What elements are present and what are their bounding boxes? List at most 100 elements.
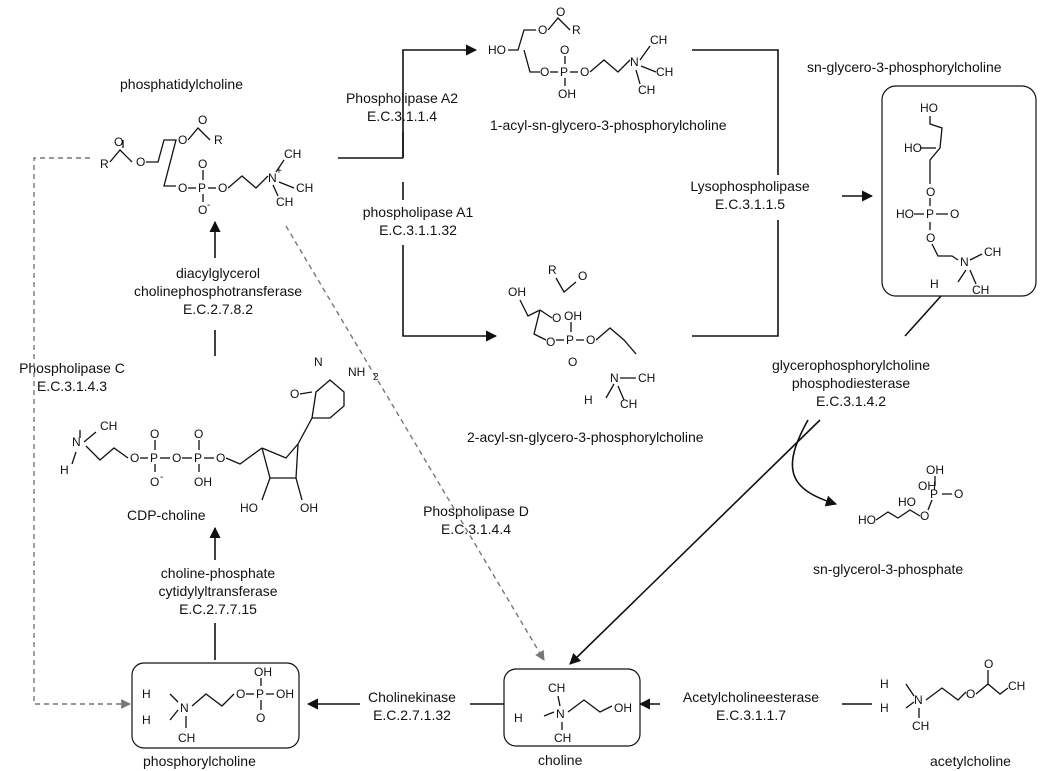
svg-text:OH: OH bbox=[508, 285, 526, 299]
svg-text:OH: OH bbox=[918, 479, 936, 493]
svg-text:O: O bbox=[568, 355, 577, 369]
svg-text:CH: CH bbox=[638, 83, 655, 97]
svg-text:O: O bbox=[236, 687, 245, 701]
structure-1-acyl-gpc: HO O O R O P O OH O N CH CH CH bbox=[488, 5, 673, 101]
label-phosphatidylcholine: phosphatidylcholine bbox=[120, 76, 243, 92]
enzyme-acetylcholinesterase-ec: E.C.3.1.1.7 bbox=[716, 707, 786, 723]
arrow-phospholipase-c bbox=[33, 157, 131, 709]
svg-text:H: H bbox=[584, 393, 593, 407]
box-choline bbox=[503, 668, 641, 747]
enzyme-lysophospholipase: Lysophospholipase bbox=[690, 178, 810, 194]
enzyme-dag-cpt-1: diacylglycerol bbox=[176, 265, 260, 281]
svg-text:P: P bbox=[256, 687, 264, 701]
enzyme-phospholipase-d-ec: E.C.3.1.4.4 bbox=[441, 521, 511, 537]
label-2-acyl-gpc: 2-acyl-sn-glycero-3-phosphorylcholine bbox=[467, 429, 704, 445]
arrow-gpcpde-to-g3p bbox=[791, 419, 838, 507]
svg-text:CH: CH bbox=[548, 681, 565, 695]
enzyme-phospholipase-a2-ec: E.C.3.1.1.4 bbox=[367, 108, 437, 124]
svg-text:OH: OH bbox=[300, 501, 318, 515]
svg-text:OH: OH bbox=[564, 309, 582, 323]
label-1-acyl-gpc: 1-acyl-sn-glycero-3-phosphorylcholine bbox=[490, 117, 727, 133]
enzyme-gpc-pde-ec: E.C.3.1.4.2 bbox=[816, 393, 886, 409]
enzyme-cpct-1: choline-phosphate bbox=[161, 565, 276, 581]
svg-text:O: O bbox=[114, 135, 123, 149]
svg-text:P: P bbox=[930, 487, 938, 501]
svg-text:O: O bbox=[150, 475, 159, 489]
svg-text:O: O bbox=[546, 335, 555, 349]
enzyme-phospholipase-a2: Phospholipase A2 bbox=[346, 90, 458, 106]
svg-text:N: N bbox=[960, 255, 969, 269]
enzyme-cholinekinase-ec: E.C.2.7.1.32 bbox=[373, 707, 451, 723]
label-acetylcholine: acetylcholine bbox=[930, 753, 1011, 769]
svg-text:OH: OH bbox=[926, 463, 944, 477]
svg-text:CH: CH bbox=[100, 419, 117, 433]
svg-text:N: N bbox=[610, 371, 619, 385]
svg-text:CH: CH bbox=[638, 371, 655, 385]
structure-2-acyl-gpc: R O OH O O P OH O O N CH H CH bbox=[508, 263, 655, 411]
structure-g3p: HO HO O P OH O OH bbox=[858, 463, 963, 527]
arrow-pla1-down bbox=[402, 182, 496, 336]
svg-text:CH: CH bbox=[178, 731, 195, 745]
svg-text:CH: CH bbox=[554, 731, 571, 745]
svg-text:CH: CH bbox=[284, 147, 301, 161]
svg-text:N: N bbox=[180, 701, 189, 715]
enzyme-phospholipase-a1: phospholipase A1 bbox=[363, 204, 474, 220]
structure-phosphorylcholine: H H N CH O P OH O OH bbox=[142, 665, 294, 745]
enzyme-dag-cpt-ec: E.C.2.7.8.2 bbox=[183, 301, 253, 317]
label-cdp-choline: CDP-choline bbox=[127, 507, 206, 523]
svg-text:CH: CH bbox=[972, 283, 989, 297]
structure-acetylcholine: H H N CH O O CH bbox=[880, 657, 1025, 733]
svg-text:O: O bbox=[926, 185, 935, 199]
svg-text:R: R bbox=[214, 133, 223, 147]
label-g3p: sn-glycerol-3-phosphate bbox=[813, 561, 963, 577]
svg-text:H: H bbox=[142, 713, 151, 727]
connector-1-acyl-to-lysopl bbox=[692, 49, 779, 175]
svg-text:OH: OH bbox=[558, 87, 576, 101]
svg-text:CH: CH bbox=[296, 181, 313, 195]
enzyme-gpc-pde-1: glycerophosphorylcholine bbox=[772, 357, 930, 373]
enzyme-cholinekinase: Cholinekinase bbox=[368, 689, 456, 705]
arrow-gpcpde-to-choline bbox=[569, 419, 821, 665]
svg-text:O: O bbox=[538, 23, 547, 37]
svg-text:P: P bbox=[566, 333, 574, 347]
arrow-pla2 bbox=[402, 44, 478, 158]
svg-text:O: O bbox=[950, 207, 959, 221]
structure-gpc: HO HO O P HO O O N CH H CH bbox=[896, 101, 1001, 297]
label-phosphorylcholine: phosphorylcholine bbox=[143, 753, 256, 769]
svg-text:CH: CH bbox=[984, 245, 1001, 259]
svg-text:-: - bbox=[207, 200, 210, 211]
svg-text:O: O bbox=[194, 427, 203, 441]
svg-text:2: 2 bbox=[373, 372, 379, 383]
svg-text:N: N bbox=[268, 171, 277, 185]
svg-text:O: O bbox=[966, 687, 975, 701]
label-choline: choline bbox=[538, 752, 583, 768]
svg-text:CH: CH bbox=[1008, 679, 1025, 693]
enzyme-phospholipase-c: Phospholipase C bbox=[19, 360, 125, 376]
svg-text:O: O bbox=[586, 333, 595, 347]
svg-text:OH: OH bbox=[614, 701, 632, 715]
svg-text:N: N bbox=[630, 55, 639, 69]
svg-text:H: H bbox=[880, 677, 889, 691]
svg-text:OH: OH bbox=[194, 475, 212, 489]
svg-text:R: R bbox=[100, 157, 109, 171]
svg-text:R: R bbox=[548, 263, 557, 277]
svg-text:O: O bbox=[552, 311, 561, 325]
svg-text:HO: HO bbox=[904, 141, 922, 155]
svg-text:O: O bbox=[920, 509, 929, 523]
svg-text:P: P bbox=[926, 207, 934, 221]
enzyme-cpct-2: cytidylyltransferase bbox=[158, 583, 277, 599]
svg-text:CH: CH bbox=[656, 65, 673, 79]
svg-text:O: O bbox=[130, 451, 139, 465]
enzyme-acetylcholinesterase: Acetylcholineesterase bbox=[683, 689, 819, 705]
svg-text:H: H bbox=[514, 711, 523, 725]
svg-text:O: O bbox=[198, 113, 207, 127]
box-gpc bbox=[881, 85, 1037, 297]
svg-text:H: H bbox=[880, 701, 889, 715]
box-phosphorylcholine bbox=[131, 662, 300, 749]
enzyme-gpc-pde-2: phosphodiesterase bbox=[792, 375, 911, 391]
svg-text:-: - bbox=[160, 472, 163, 483]
arrow-phospholipase-d bbox=[285, 225, 545, 661]
svg-text:P: P bbox=[560, 65, 568, 79]
svg-text:HO: HO bbox=[920, 101, 938, 115]
